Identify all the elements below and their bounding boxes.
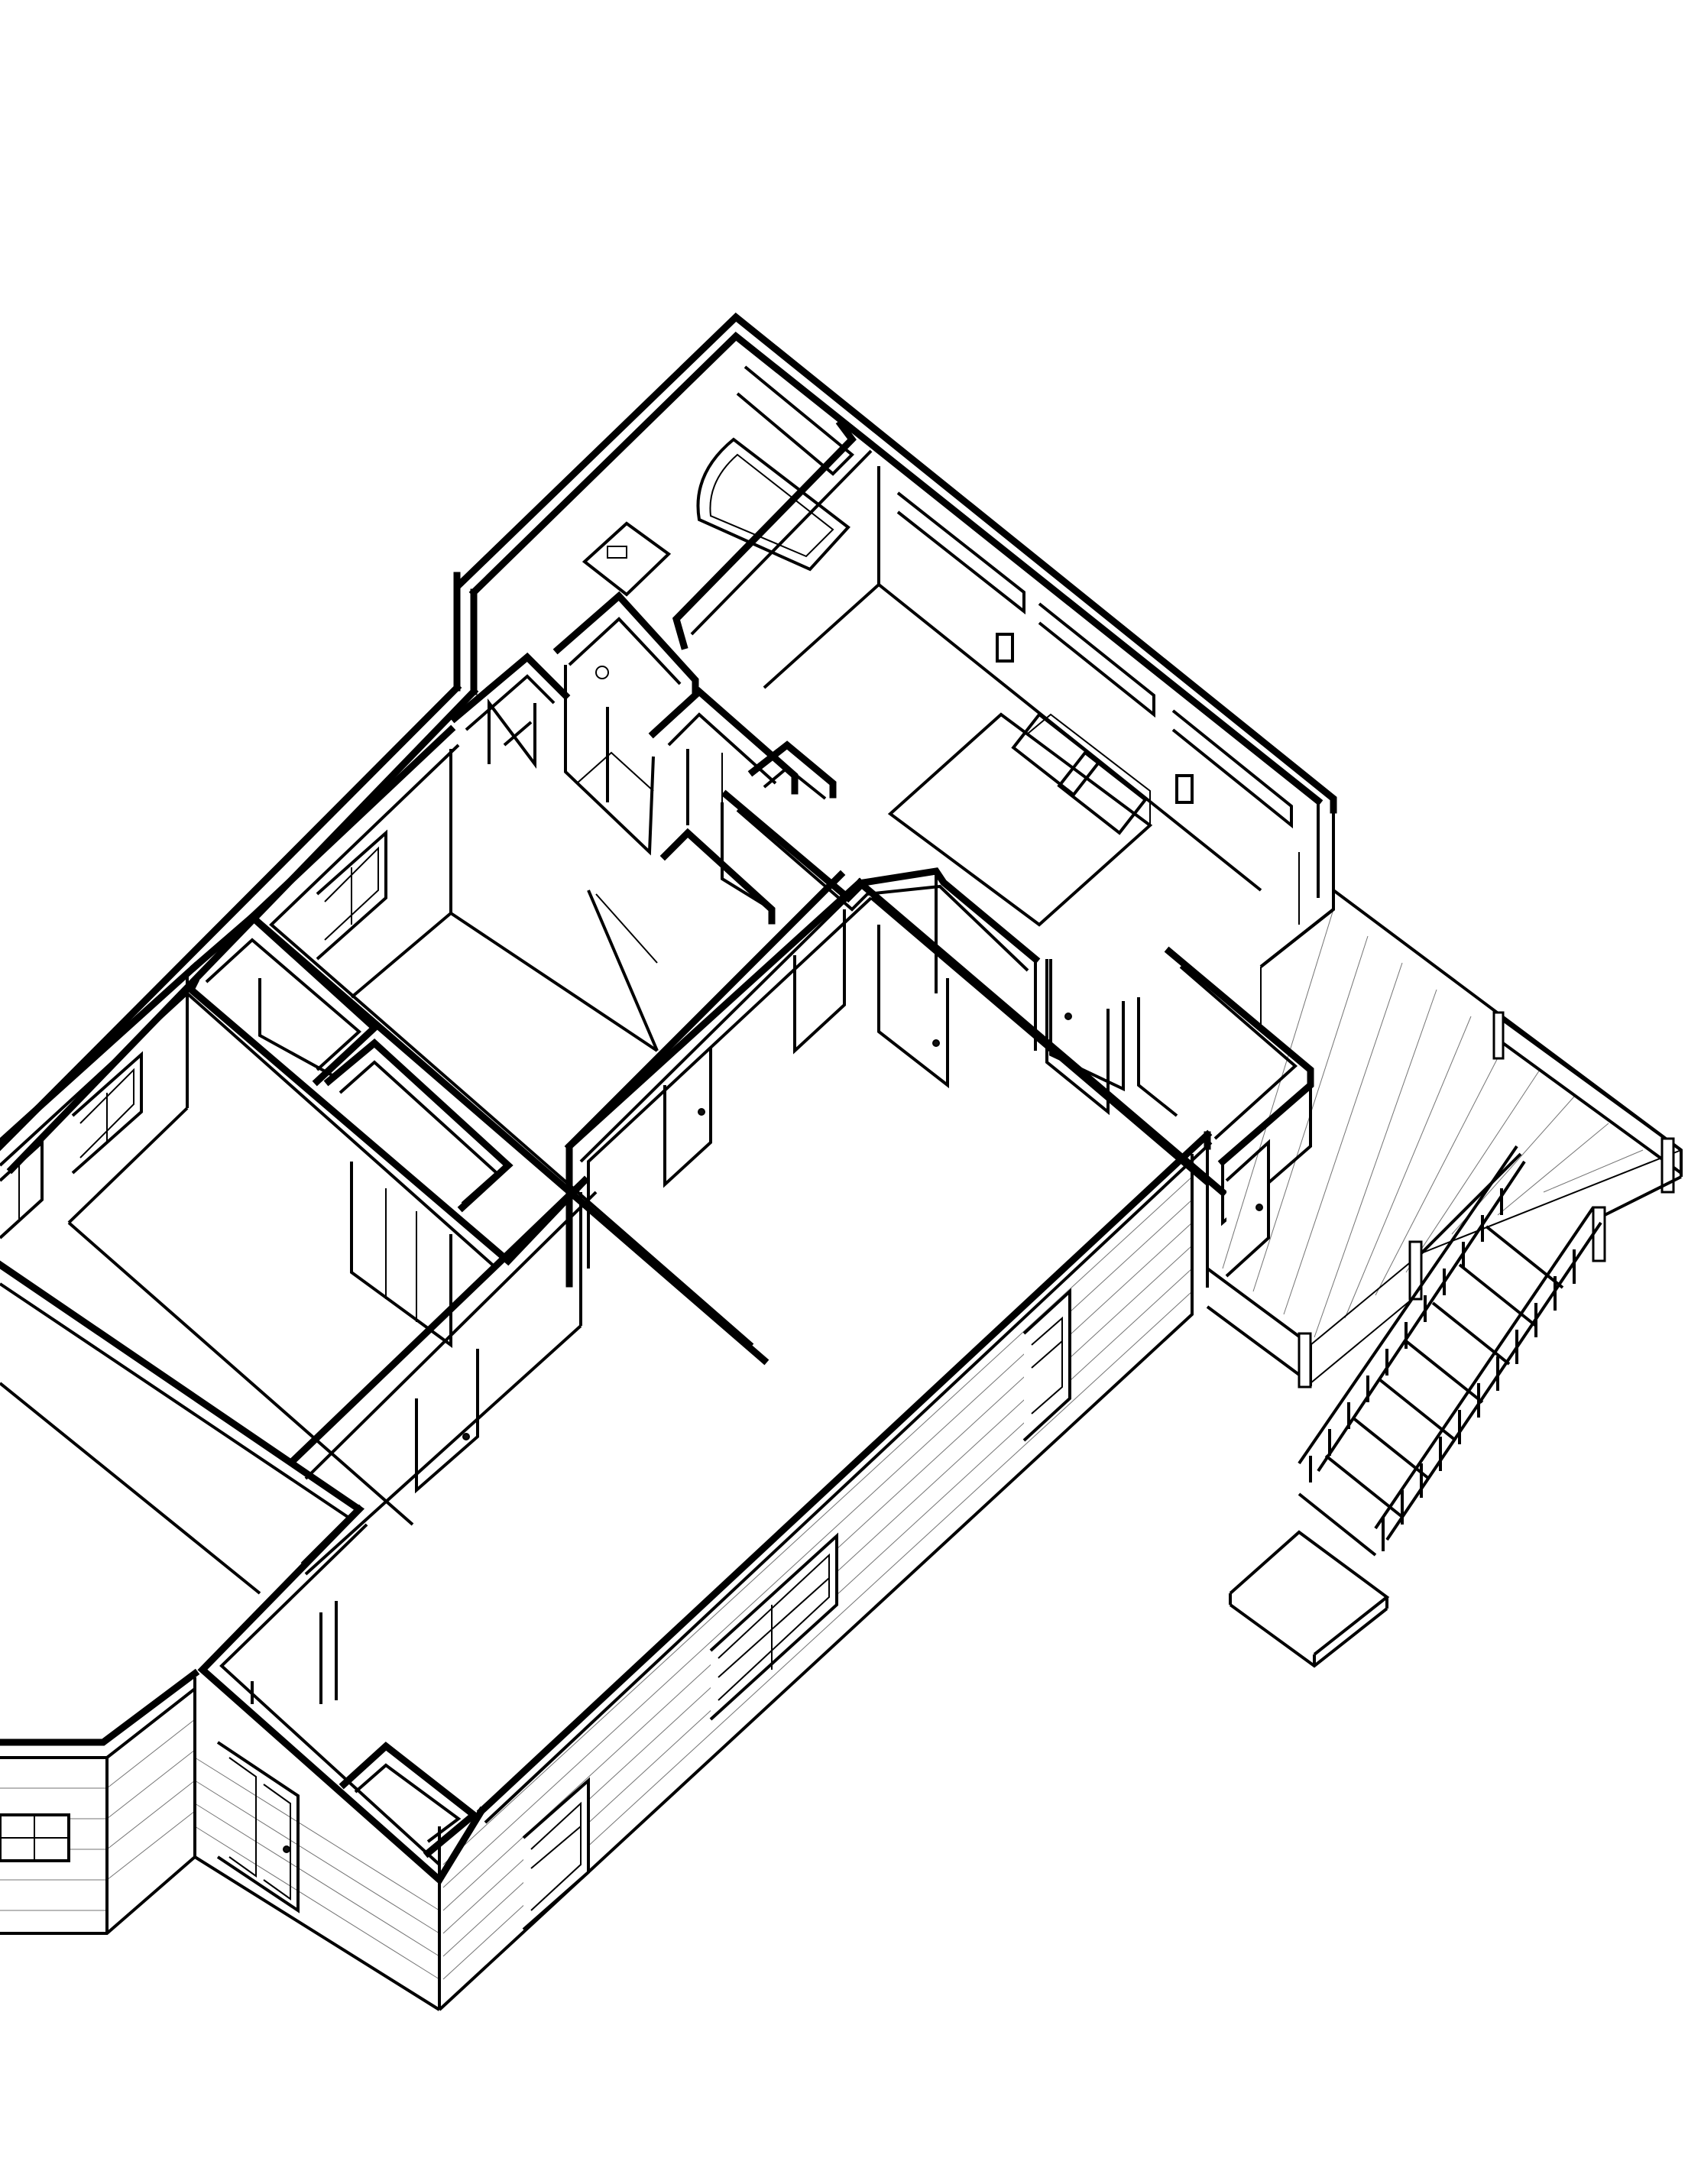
entry-nook <box>1045 946 1314 1288</box>
great-room <box>193 877 1228 2011</box>
front-siding-hatch <box>194 1757 440 1980</box>
west-bedroom-wing <box>0 682 857 1595</box>
deck-stair <box>1229 1145 1602 1668</box>
deck-boards <box>1222 909 1644 1338</box>
shower-closet-core <box>449 591 1041 1051</box>
stair-balusters-left <box>1309 1188 1503 1482</box>
stair-balusters-right <box>1382 1249 1576 1551</box>
master-suite-block <box>453 313 1337 1092</box>
bay-wing <box>0 1668 200 1935</box>
